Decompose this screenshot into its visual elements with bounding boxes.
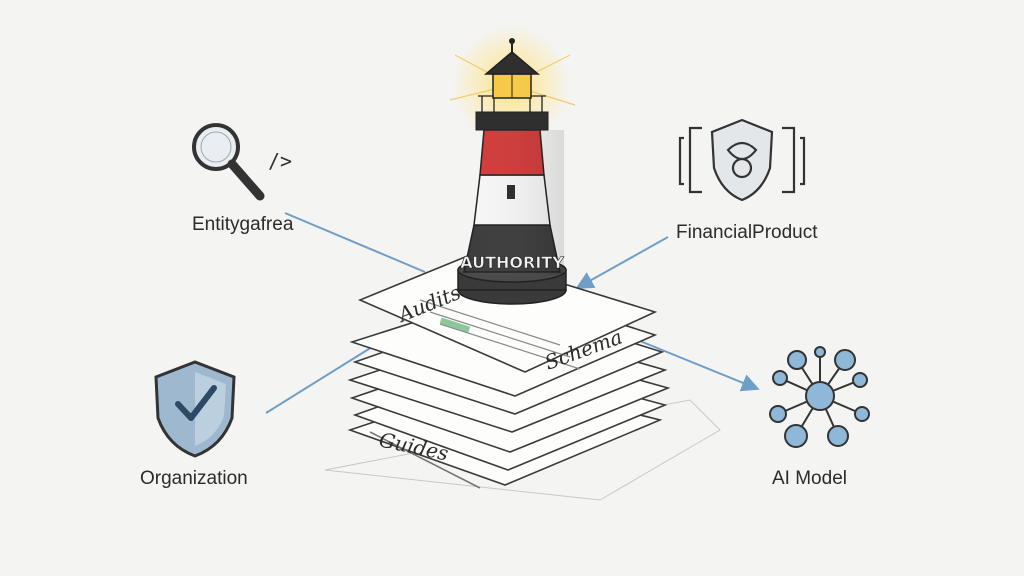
- magnifier-icon: [192, 123, 265, 201]
- connectors: [265, 212, 760, 414]
- node-label-entity: Entitygafrea: [192, 214, 294, 235]
- network-node-icon: [769, 346, 870, 448]
- node-label-ai-model: AI Model: [772, 468, 847, 489]
- connector-org-to-stack: [265, 346, 373, 414]
- code-glyph: />: [268, 149, 292, 173]
- lighthouse: [449, 25, 576, 305]
- node-label-organization: Organization: [140, 468, 248, 489]
- connector-entity-to-stack: [284, 212, 426, 273]
- connector-stack-to-ai: [639, 340, 760, 392]
- lighthouse-label: AUTHORITY: [460, 253, 564, 272]
- document-stack: [324, 254, 721, 501]
- connector-financial-to-lighthouse: [575, 236, 669, 289]
- node-label-financial-product: FinancialProduct: [676, 222, 818, 243]
- bracket-shield-icon: [678, 118, 806, 202]
- shield-check-icon: [154, 360, 236, 458]
- page-top: [357, 254, 658, 373]
